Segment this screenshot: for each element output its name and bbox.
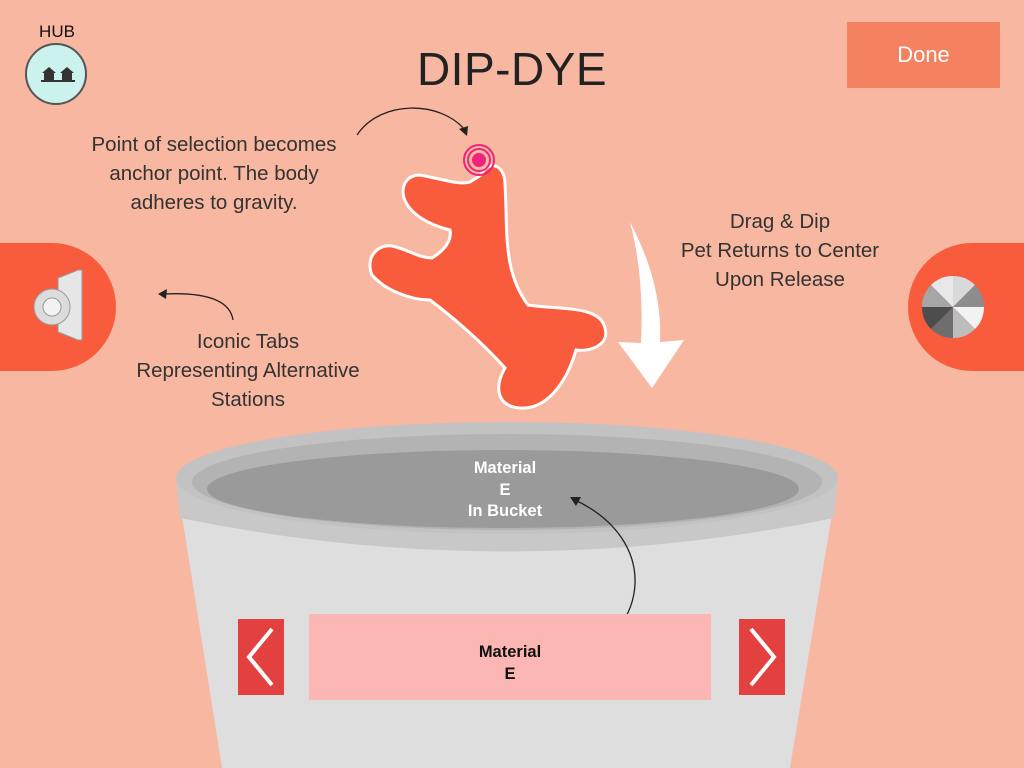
chevron-right-icon <box>749 627 777 687</box>
note-line: Iconic Tabs <box>196 330 300 353</box>
down-arrow-icon <box>618 222 684 388</box>
bucket-material-label: Material E In Bucket <box>440 458 570 523</box>
pet-figure <box>368 164 608 410</box>
note-line: Representing Alternative <box>136 359 360 382</box>
color-wheel-icon <box>921 275 985 339</box>
done-button[interactable]: Done <box>847 22 1000 88</box>
selector-material-label: Material E <box>309 641 711 685</box>
iconic-tabs-note: Iconic Tabs Representing Alternative Sta… <box>110 327 386 414</box>
note-line: Stations <box>210 388 286 411</box>
note-line: Drag & Dip <box>729 210 831 233</box>
next-material-button[interactable] <box>739 619 785 695</box>
material-line: Material <box>478 643 542 661</box>
material-selector-panel[interactable] <box>309 614 711 700</box>
material-line: E <box>504 665 516 683</box>
station-tab-left[interactable] <box>0 243 116 371</box>
previous-material-button[interactable] <box>238 619 284 695</box>
spool-icon <box>33 269 83 341</box>
page-title: DIP-DYE <box>416 43 608 95</box>
station-tab-right[interactable] <box>908 243 1024 371</box>
note-line: adheres to gravity. <box>130 191 298 214</box>
done-button-label: Done <box>897 42 950 67</box>
houses-icon <box>41 67 75 82</box>
note-line: anchor point. The body <box>109 162 319 185</box>
hub-label: HUB <box>39 22 75 41</box>
drag-dip-note: Drag & Dip Pet Returns to Center Upon Re… <box>650 207 910 294</box>
note-line: Pet Returns to Center <box>680 239 880 262</box>
chevron-left-icon <box>246 627 274 687</box>
hub-button[interactable] <box>25 43 87 105</box>
anchor-point-note: Point of selection becomes anchor point.… <box>64 130 364 217</box>
note-line: Upon Release <box>715 268 845 291</box>
material-line: Material <box>473 459 537 477</box>
anchor-target-icon <box>463 144 495 176</box>
bucket-dye-surface <box>207 450 799 528</box>
note-line: Point of selection becomes <box>91 133 337 156</box>
material-line: In Bucket <box>467 502 543 520</box>
material-line: E <box>499 480 511 499</box>
